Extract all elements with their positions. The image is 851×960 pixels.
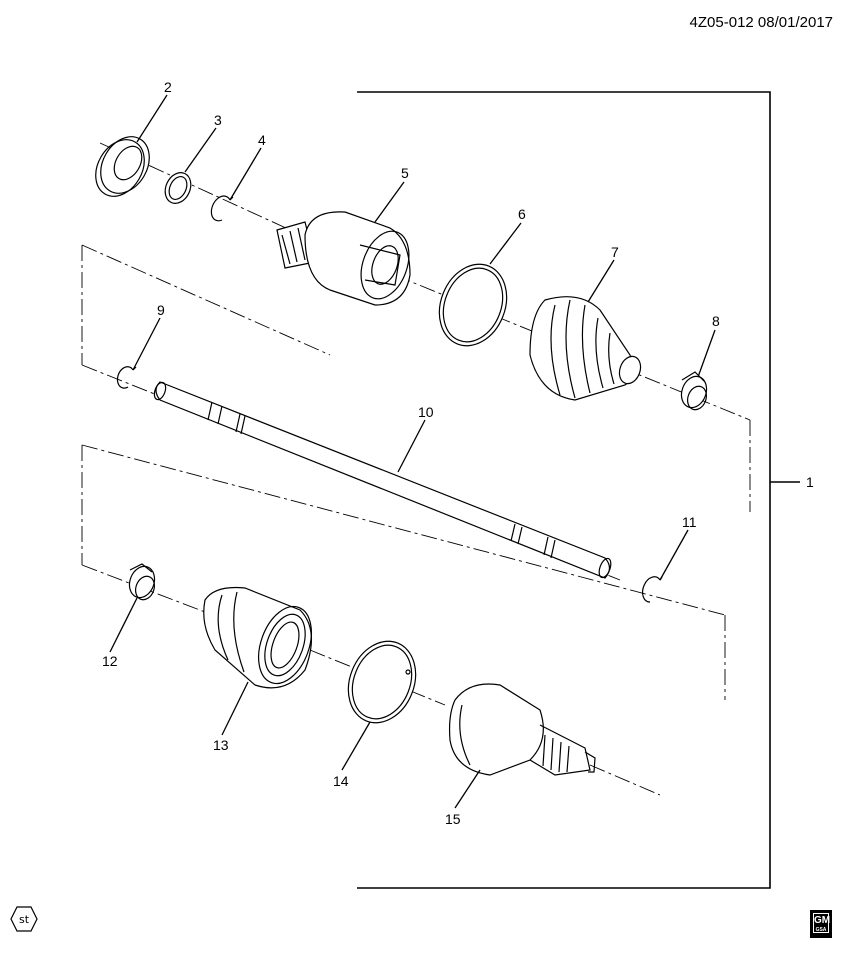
leader-lines xyxy=(109,94,716,809)
gm-logo-sub: GSA xyxy=(815,927,827,933)
callout-12: 12 xyxy=(102,653,118,669)
callout-6: 6 xyxy=(518,206,526,222)
clamp-band-part xyxy=(438,263,508,347)
outer-clamp-band-part xyxy=(347,640,417,724)
callout-14: 14 xyxy=(333,773,349,789)
callout-2: 2 xyxy=(164,79,172,95)
assembly-bracket xyxy=(357,91,800,889)
gm-logo-text: GM xyxy=(814,915,831,926)
callout-3: 3 xyxy=(214,112,222,128)
callout-10: 10 xyxy=(418,404,434,420)
outer-boot-part xyxy=(203,586,313,689)
outer-boot-clamp-part xyxy=(128,563,156,601)
callout-7: 7 xyxy=(611,244,619,260)
callout-labels: 1 2 3 4 5 6 7 8 9 10 11 12 13 14 15 xyxy=(102,79,814,827)
callout-9: 9 xyxy=(157,302,165,318)
st-badge: st xyxy=(10,906,38,932)
callout-8: 8 xyxy=(712,313,720,329)
seal-part xyxy=(95,136,150,197)
inner-joint-housing-part xyxy=(276,211,411,306)
outer-cv-joint-part xyxy=(448,683,596,776)
ring-part xyxy=(164,172,192,204)
st-badge-label: st xyxy=(19,913,30,926)
callout-13: 13 xyxy=(213,737,229,753)
axle-shaft-part xyxy=(153,381,612,579)
callout-11: 11 xyxy=(682,514,697,530)
callout-4: 4 xyxy=(258,132,266,148)
shaft-snap-ring-part xyxy=(641,576,663,603)
boot-clamp-part xyxy=(680,371,708,411)
callout-5: 5 xyxy=(401,165,409,181)
callout-1: 1 xyxy=(806,474,814,490)
center-lines xyxy=(81,142,751,796)
inner-boot-part xyxy=(529,296,642,401)
callout-15: 15 xyxy=(445,811,461,827)
diagram-code: 4Z05-012 08/01/2017 xyxy=(689,14,833,31)
gm-logo: GM GSA xyxy=(810,910,832,938)
